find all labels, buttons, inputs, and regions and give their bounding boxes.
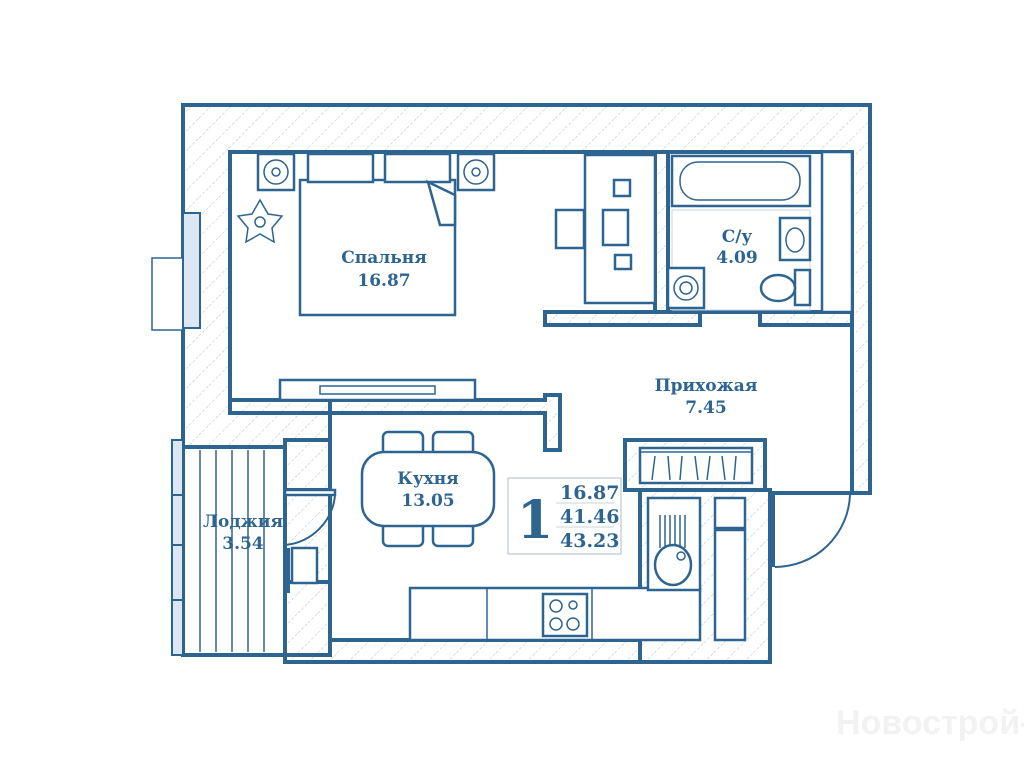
bathtub-icon: [670, 154, 812, 208]
bedroom-window: [151, 212, 201, 331]
svg-text:Прихожая: Прихожая: [655, 376, 758, 396]
svg-text:7.45: 7.45: [685, 398, 726, 418]
stove-icon: [541, 592, 589, 638]
room-label-bedroom: Спальня 16.87: [341, 248, 427, 291]
bath-shelf: [820, 150, 854, 314]
room-label-loggia: Лоджия 3.54: [203, 512, 283, 554]
svg-text:3.54: 3.54: [222, 534, 264, 554]
bath-sink-icon: [778, 216, 812, 262]
shelf-icon: [713, 496, 747, 530]
dining-table-icon: [360, 430, 496, 548]
watermark: Новострой-М: [836, 704, 1024, 742]
room-label-kitchen: Кухня 13.05: [397, 469, 458, 511]
toilet-icon: [759, 268, 812, 307]
svg-text:13.05: 13.05: [401, 491, 454, 511]
area-with-loggia: 43.23: [560, 530, 620, 552]
plant-icon: [236, 198, 284, 244]
room-label-hallway: Прихожая 7.45: [655, 376, 758, 418]
total-area: 41.46: [560, 506, 620, 528]
nightstand-icon: [256, 152, 496, 192]
wardrobe-icon: [638, 446, 754, 485]
rooms-count: 1: [517, 490, 553, 551]
fridge-icon: [713, 528, 747, 642]
bedroom-kitchen-wall-2: [328, 393, 562, 452]
loggia-door-icon: [283, 488, 337, 593]
svg-text:Кухня: Кухня: [397, 469, 458, 489]
kitchen-sink-icon: [653, 515, 693, 587]
washing-machine-icon: [666, 266, 706, 310]
svg-text:Лоджия: Лоджия: [203, 512, 283, 532]
svg-text:С/у: С/у: [722, 227, 753, 247]
area-summary-box: 1 16.87 41.46 43.23: [507, 477, 622, 555]
kitchen-loggia-wall-top: [283, 438, 332, 492]
loggia: [171, 439, 287, 657]
svg-text:Спальня: Спальня: [341, 248, 427, 268]
svg-text:4.09: 4.09: [716, 248, 757, 268]
room-label-bathroom: С/у 4.09: [716, 227, 757, 268]
kitchen-loggia-wall-bottom: [283, 580, 332, 657]
desk-icon: [554, 153, 657, 305]
svg-text:16.87: 16.87: [357, 271, 410, 291]
loggia-glazing: [171, 439, 184, 656]
tv-stand-icon: [278, 378, 477, 402]
bedroom-kitchen-wall: [228, 398, 332, 415]
bath-bottom-wall: [543, 310, 702, 327]
living-area: 16.87: [560, 482, 620, 504]
bed-icon: [298, 152, 457, 317]
front-door-icon: [770, 494, 851, 569]
